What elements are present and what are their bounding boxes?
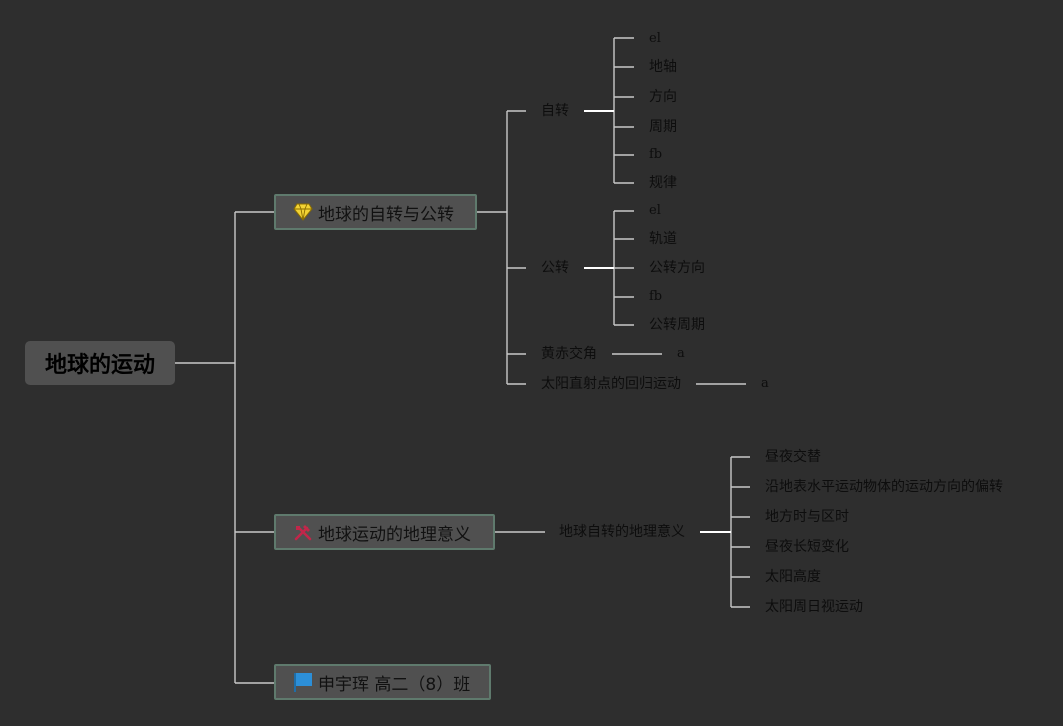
topic-rotation-revolution[interactable]: 地球的自转与公转 (274, 194, 477, 230)
leaf-node[interactable]: 地方时与区时 (765, 509, 849, 525)
subtopic-rotation-significance[interactable]: 地球自转的地理意义 (559, 524, 685, 540)
root-topic[interactable]: 地球的运动 (25, 341, 175, 385)
leaf-node[interactable]: 太阳高度 (765, 569, 821, 585)
leaf-node[interactable]: fb (649, 289, 663, 304)
topic-label: 申宇珲 高二（8）班 (318, 674, 471, 695)
leaf-node[interactable]: 公转方向 (649, 260, 705, 276)
gem-icon (292, 201, 314, 223)
leaf-node[interactable]: a (761, 376, 769, 391)
topic-label: 地球的自转与公转 (318, 204, 454, 225)
leaf-node[interactable]: 公转周期 (649, 317, 705, 333)
root-topic-label: 地球的运动 (44, 353, 155, 378)
leaf-node[interactable]: 昼夜交替 (765, 449, 821, 465)
leaf-node[interactable]: 周期 (649, 119, 677, 135)
subtopic-revolution[interactable]: 公转 (541, 260, 569, 276)
topic-geographic-significance[interactable]: 地球运动的地理意义 (274, 514, 495, 550)
leaf-node[interactable]: 轨道 (649, 231, 677, 247)
leaf-node[interactable]: 规律 (649, 175, 677, 191)
topic-author[interactable]: 申宇珲 高二（8）班 (274, 664, 491, 700)
leaf-node[interactable]: a (677, 346, 685, 361)
topic-label: 地球运动的地理意义 (318, 524, 471, 545)
leaf-node[interactable]: 沿地表水平运动物体的运动方向的偏转 (765, 479, 1003, 495)
leaf-node[interactable]: el (649, 203, 661, 218)
subtopic-rotation[interactable]: 自转 (541, 103, 569, 119)
subtopic-obliquity[interactable]: 黄赤交角 (541, 346, 597, 362)
leaf-node[interactable]: 方向 (649, 89, 677, 105)
leaf-node[interactable]: el (649, 31, 661, 46)
flag-icon (292, 671, 314, 693)
leaf-node[interactable]: 昼夜长短变化 (765, 539, 849, 555)
leaf-node[interactable]: 太阳周日视运动 (765, 599, 863, 615)
tools-icon (292, 521, 314, 543)
leaf-node[interactable]: fb (649, 147, 663, 162)
leaf-node[interactable]: 地轴 (649, 59, 677, 75)
subtopic-subsolar-point[interactable]: 太阳直射点的回归运动 (541, 376, 681, 392)
